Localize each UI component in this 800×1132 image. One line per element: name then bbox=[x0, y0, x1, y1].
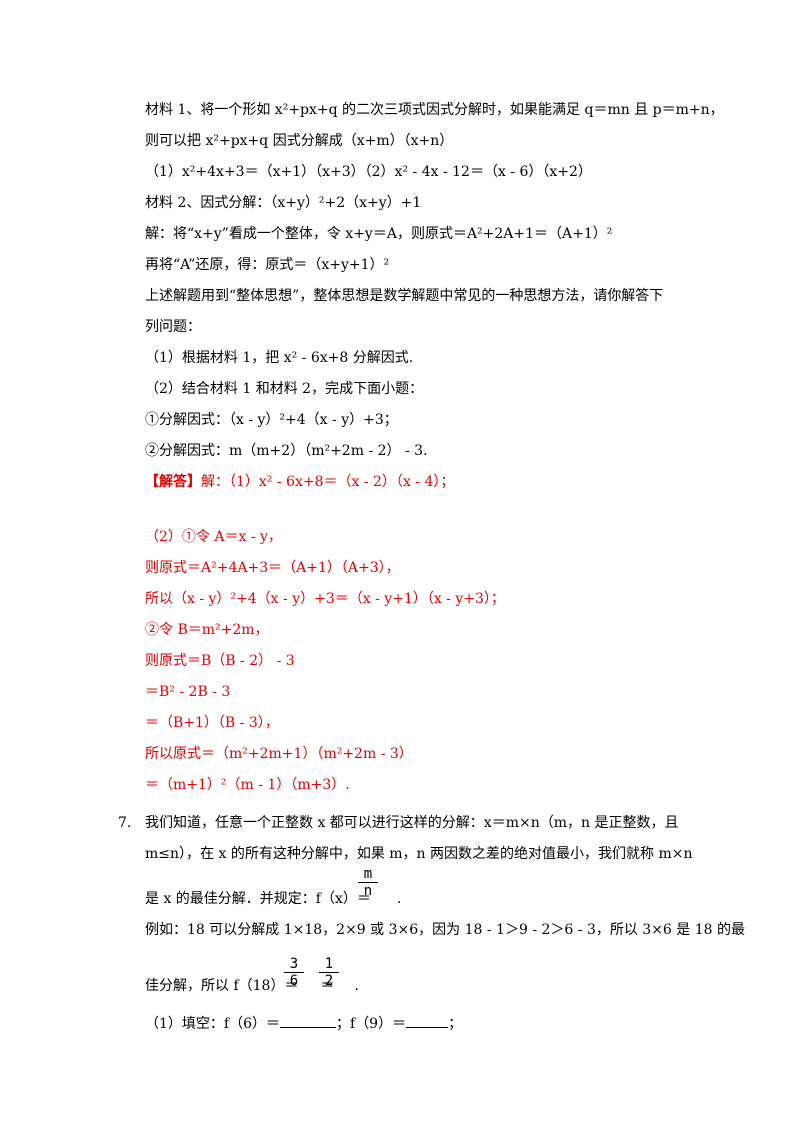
fraction-numerator: 1 bbox=[319, 956, 339, 973]
question-7-number: 7. bbox=[118, 815, 132, 831]
answer-2-part-2-step-3: ＝（B+1）（B - 3）， bbox=[145, 715, 279, 731]
answer-blank-f9[interactable] bbox=[406, 1013, 449, 1028]
fill-prompt-f6: （1）填空：f（6）＝ bbox=[145, 1016, 280, 1032]
fraction-denominator: 6 bbox=[289, 973, 299, 989]
fraction-one-half: 1 2 bbox=[319, 956, 339, 989]
answer-2-step-1: 则原式＝A²+4A+3＝（A+1）（A+3）， bbox=[145, 560, 400, 576]
answer-2-part-2-step-2: ＝B² - 2B - 3 bbox=[145, 684, 231, 700]
answer-2-part-2-intro: ②令 B＝m²+2m， bbox=[145, 622, 269, 638]
question-2-part-2: ②分解因式：m（m+2）（m²+2m - 2） - 3. bbox=[145, 443, 428, 459]
fraction-m-over-n: m n bbox=[358, 866, 378, 899]
answer-2-intro: （2）①令 A＝x - y， bbox=[145, 529, 282, 545]
answer-1-text: 解：（1）x² - 6x+8＝（x - 2）（x - 4）； bbox=[201, 474, 455, 490]
fraction-denominator: n bbox=[363, 883, 373, 899]
question-7-part-1: （1）填空：f（6）＝ ；f（9）＝ ； bbox=[145, 1013, 462, 1033]
fraction-numerator: m bbox=[358, 866, 378, 883]
material-2-title: 材料 2、因式分解：（x+y）²+2（x+y）+1 bbox=[145, 195, 422, 211]
fill-end: ； bbox=[448, 1016, 463, 1032]
fraction-three-sixths: 3 6 bbox=[284, 956, 304, 989]
question-2-part-1: ①分解因式：（x - y）²+4（x - y）+3； bbox=[145, 412, 398, 428]
question-2: （2）结合材料 1 和材料 2，完成下面小题： bbox=[145, 381, 424, 397]
answer-2-step-2: 所以（x - y）²+4（x - y）+3＝（x - y+1）（x - y+3）… bbox=[145, 591, 505, 607]
answer-line-1: 【解答】解：（1）x² - 6x+8＝（x - 2）（x - 4）； bbox=[145, 473, 454, 491]
example-equals: ＝ bbox=[320, 978, 335, 994]
answer-2-part-2-step-4: 所以原式＝（m²+2m+1）（m²+2m - 3） bbox=[145, 746, 413, 762]
example-end: . bbox=[354, 978, 359, 994]
instruction-line-1: 上述解题用到“整体思想”，整体思想是数学解题中常见的一种思想方法，请你解答下 bbox=[145, 288, 664, 304]
instruction-line-2: 列问题： bbox=[145, 319, 201, 335]
example-conclusion-text: 佳分解，所以 f（18）＝ bbox=[145, 978, 299, 994]
question-7-line-1: 我们知道，任意一个正整数 x 都可以进行这样的分解：x＝m×n（m，n 是正整数… bbox=[145, 815, 679, 831]
example-conclusion: 佳分解，所以 f（18）＝ ＝. bbox=[145, 977, 359, 995]
answer-2-part-2-step-1: 则原式＝B（B - 2） - 3 bbox=[145, 653, 295, 669]
fill-prompt-f9: ；f（9）＝ bbox=[336, 1016, 407, 1032]
answer-2-part-2-result: ＝（m+1）²（m - 1）（m+3）. bbox=[145, 777, 350, 793]
material-1-examples: （1）x²+4x+3＝（x+1）（x+3）（2）x² - 4x - 12＝（x … bbox=[145, 164, 592, 180]
answer-blank-f6[interactable] bbox=[280, 1013, 336, 1028]
question-7-line-2: m≤n），在 x 的所有这种分解中，如果 m，n 两因数之差的绝对值最小，我们就… bbox=[145, 846, 693, 862]
question-1: （1）根据材料 1，把 x² - 6x+8 分解因式. bbox=[145, 350, 414, 366]
material-2-solution: 解：将“x+y”看成一个整体，令 x+y＝A，则原式＝A²+2A+1＝（A+1）… bbox=[145, 226, 613, 242]
fraction-numerator: 3 bbox=[284, 956, 304, 973]
definition-end: . bbox=[396, 891, 402, 907]
fraction-denominator: 2 bbox=[324, 973, 334, 989]
material-1-line-2: 则可以把 x²+px+q 因式分解成（x+m）（x+n） bbox=[145, 133, 454, 149]
material-1-line-1: 材料 1、将一个形如 x²+px+q 的二次三项式因式分解时，如果能满足 q＝m… bbox=[145, 102, 724, 118]
material-2-restore: 再将“A”还原，得：原式＝（x+y+1）² bbox=[145, 257, 390, 273]
definition-text: 是 x 的最佳分解．并规定：f（x）＝ bbox=[145, 891, 371, 907]
example-line: 例如：18 可以分解成 1×18，2×9 或 3×6，因为 18 - 1＞9 -… bbox=[145, 922, 746, 938]
question-7-definition: 是 x 的最佳分解．并规定：f（x）＝. bbox=[145, 890, 401, 908]
answer-tag: 【解答】 bbox=[145, 474, 201, 490]
